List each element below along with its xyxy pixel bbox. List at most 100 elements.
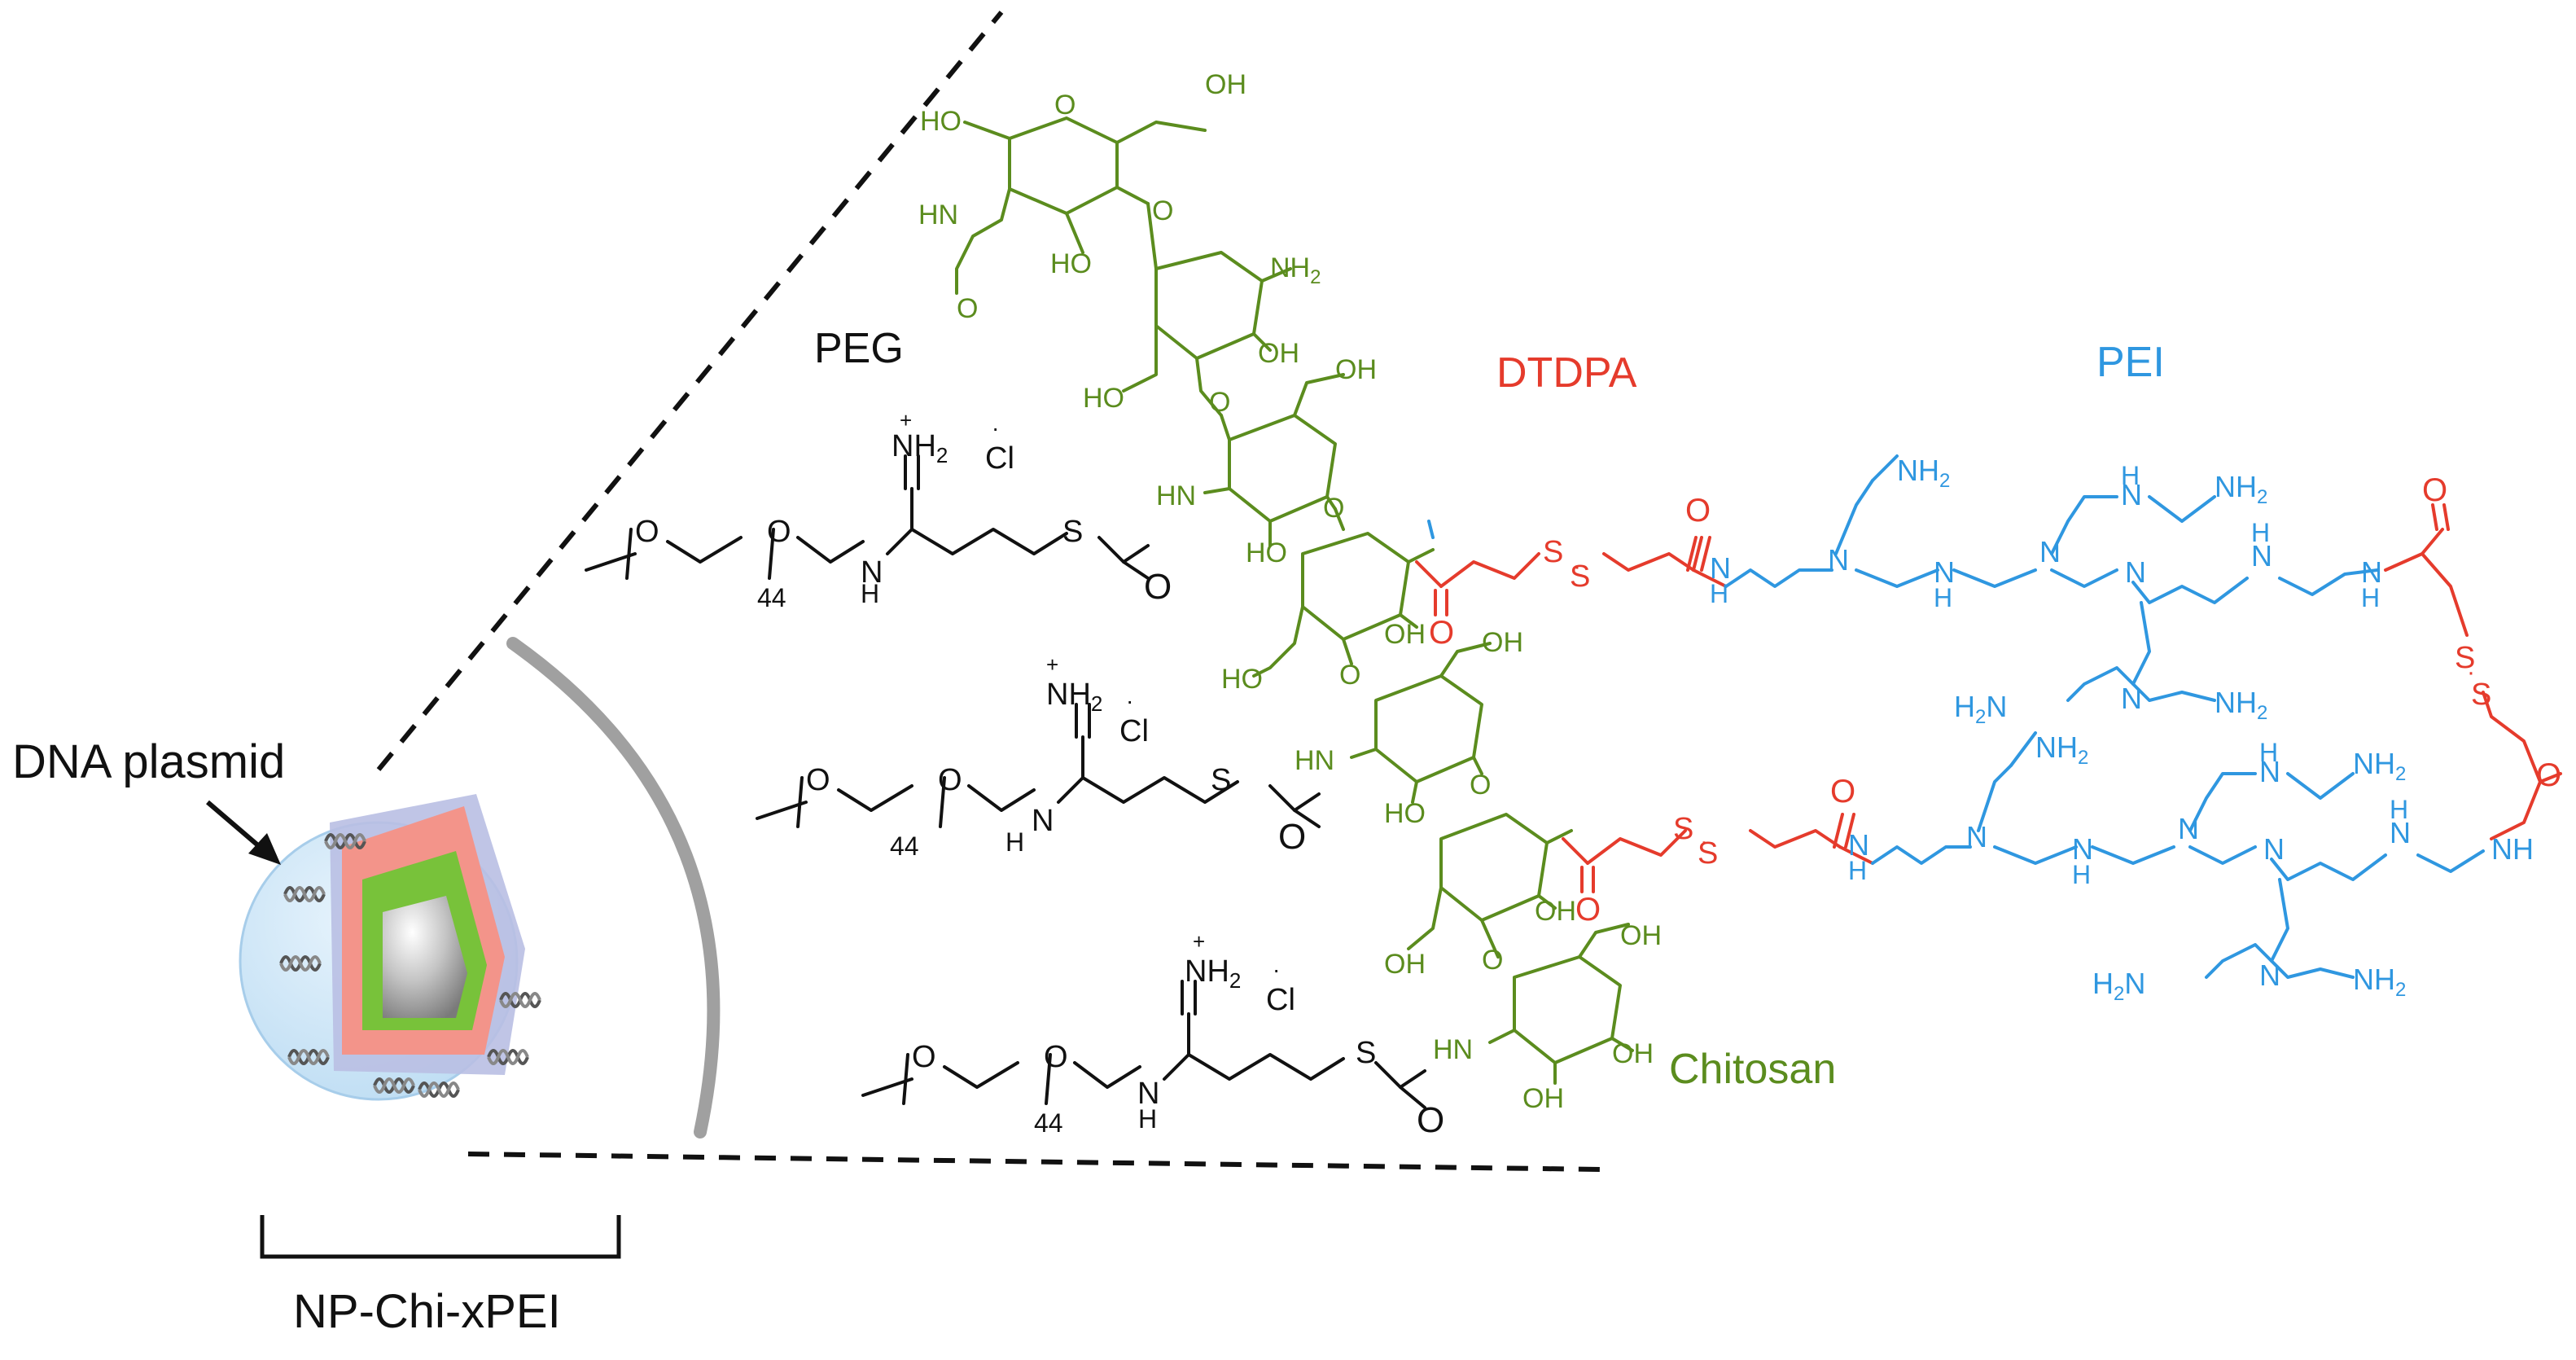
svg-text:S: S	[2471, 678, 2491, 712]
svg-text:N: N	[2361, 555, 2382, 589]
svg-text:44: 44	[890, 831, 919, 861]
atom-o: O	[1054, 90, 1076, 121]
atom-o: O	[1339, 660, 1360, 691]
svg-text:·: ·	[1700, 828, 1708, 855]
svg-text:S: S	[1356, 1036, 1376, 1070]
svg-text:NH2: NH2	[2035, 730, 2088, 769]
svg-text:44: 44	[1034, 1108, 1063, 1138]
svg-text:H: H	[2259, 738, 2278, 767]
svg-text:O: O	[1685, 493, 1711, 529]
atom-o: O	[1152, 195, 1173, 226]
atom-o: O	[1470, 770, 1491, 801]
svg-text:S: S	[1543, 535, 1563, 569]
dtdpa-linker-2: S · S O O	[1562, 774, 1874, 928]
atom-oh: OH	[1612, 1038, 1654, 1069]
svg-text:O: O	[1278, 817, 1306, 857]
chitosan-label: Chitosan	[1669, 1046, 1836, 1093]
svg-text:NH2: NH2	[1046, 678, 1102, 716]
svg-text:N: N	[2259, 755, 2280, 788]
svg-text:+: +	[1193, 929, 1205, 954]
chitosan-structure: OH HO O HN O HO O NH2 OH HO O OH HN HO O…	[918, 69, 1662, 1114]
svg-text:Cl: Cl	[985, 441, 1014, 476]
atom-o: O	[1482, 945, 1503, 976]
zoom-line-top	[376, 11, 1004, 771]
svg-text:NH: NH	[2491, 832, 2534, 866]
svg-text:N: N	[2259, 959, 2280, 992]
svg-text:Cl: Cl	[1266, 983, 1295, 1017]
dna-plasmid-label: DNA plasmid	[12, 735, 285, 788]
svg-text:O: O	[2422, 472, 2447, 508]
svg-text:NH2: NH2	[2215, 470, 2267, 508]
atom-oh: OH	[1522, 1083, 1564, 1114]
atom-ho: HO	[1246, 537, 1287, 568]
atom-ho: HO	[1083, 383, 1124, 414]
atom-oh: OH	[1384, 619, 1426, 650]
svg-text:S: S	[1570, 559, 1590, 594]
svg-text:S: S	[2455, 641, 2475, 675]
svg-text:O: O	[1144, 567, 1172, 607]
svg-text:NH2: NH2	[2215, 686, 2267, 724]
svg-text:H: H	[1138, 1104, 1157, 1134]
peg-chain-1: O O 44 N H NH2 + Cl · S O	[585, 408, 1172, 612]
svg-text:·: ·	[1573, 553, 1581, 580]
svg-text:N: N	[2125, 555, 2146, 589]
svg-text:O: O	[1417, 1100, 1444, 1140]
peg-chain-2: O O 44 N H NH2 + Cl · S O	[756, 652, 1321, 861]
svg-text:N: N	[861, 555, 883, 590]
svg-text:S: S	[1698, 836, 1718, 871]
atom-nh: HN	[918, 200, 958, 230]
svg-text:NH2: NH2	[1897, 454, 1950, 492]
svg-text:H: H	[1005, 827, 1024, 857]
svg-text:N: N	[1934, 555, 1955, 589]
pei-branch-1: N H N NH2 N H N N H NH2 N N H N H N H2N …	[1427, 454, 2382, 728]
pei-branch-2: N H N NH2 N H N N H NH2 N N H NH N H2N N…	[1848, 730, 2534, 1005]
svg-text:O: O	[767, 515, 791, 549]
dna-plasmid-arrow	[206, 800, 266, 853]
dtdpa-label: DTDPA	[1496, 349, 1637, 397]
atom-ho: HO	[1050, 248, 1092, 279]
svg-text:NH2: NH2	[2353, 747, 2406, 785]
atom-ho: HO	[1384, 798, 1426, 829]
svg-text:+: +	[900, 408, 912, 432]
svg-text:N: N	[1966, 820, 1987, 853]
pei-label: PEI	[2096, 339, 2165, 386]
svg-text:H2N: H2N	[2092, 967, 2145, 1005]
atom-oh: OH	[1205, 69, 1246, 100]
atom-hn: HN	[1156, 480, 1196, 511]
atom-oh: OH	[1335, 354, 1377, 385]
svg-text:O: O	[635, 515, 659, 549]
svg-text:N: N	[1032, 804, 1054, 838]
atom-ho: HO	[920, 106, 962, 137]
dtdpa-linker-1: S · S O O	[1415, 493, 1728, 651]
arrow-head-icon	[248, 833, 281, 865]
svg-text:N: N	[2121, 682, 2142, 715]
atom-hn: HN	[1295, 745, 1334, 776]
svg-text:·: ·	[1273, 957, 1280, 982]
svg-text:H: H	[1848, 856, 1867, 885]
svg-text:N: N	[2263, 832, 2285, 866]
svg-text:N: N	[1137, 1077, 1159, 1111]
svg-text:+: +	[1046, 652, 1058, 677]
atom-ho: HO	[1221, 664, 1263, 695]
atom-oh: OH	[1535, 896, 1576, 927]
svg-text:NH2: NH2	[892, 429, 948, 467]
svg-text:H: H	[2361, 583, 2380, 612]
nanoparticle-label: NP-Chi-xPEI	[293, 1285, 561, 1338]
svg-text:S: S	[1673, 812, 1693, 846]
atom-o: O	[957, 293, 978, 324]
svg-text:H: H	[861, 579, 879, 608]
peg-chain-3: O O 44 N H NH2 + Cl · S O	[861, 929, 1444, 1140]
atom-o: O	[1323, 493, 1344, 524]
svg-text:H: H	[2251, 518, 2270, 547]
svg-text:O: O	[912, 1040, 936, 1074]
svg-text:·: ·	[1126, 688, 1133, 713]
svg-text:O: O	[938, 763, 962, 797]
dtdpa-linker-3: O S · S O	[2384, 472, 2562, 840]
atom-nh2: NH2	[1270, 252, 1321, 288]
svg-text:NH2: NH2	[2353, 963, 2406, 1001]
atom-hn: HN	[1433, 1034, 1473, 1065]
svg-text:H: H	[1710, 579, 1728, 608]
svg-text:O: O	[1575, 892, 1601, 928]
core	[383, 896, 467, 1018]
svg-text:H2N: H2N	[1954, 690, 2007, 728]
